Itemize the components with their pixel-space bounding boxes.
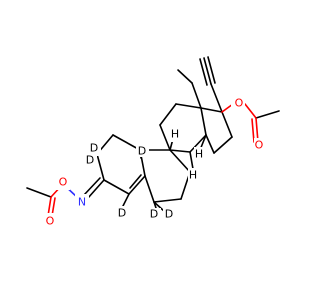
oxygen-atom-carbonyl-top: O	[255, 139, 264, 152]
bond	[169, 149, 191, 173]
bond	[103, 179, 130, 195]
bond	[169, 149, 191, 153]
deuterium-atom-c2a: D	[90, 142, 98, 155]
bond	[210, 83, 223, 113]
deuterium-atom-c6a: D	[150, 208, 158, 221]
bond	[47, 196, 52, 217]
bond	[159, 103, 177, 126]
bond	[159, 124, 171, 151]
bond	[205, 134, 215, 154]
bond	[200, 107, 207, 136]
bond	[203, 57, 212, 85]
oxygen-atom-carbonyl-bottom: O	[46, 215, 55, 228]
bond	[87, 179, 105, 199]
bond	[191, 82, 202, 109]
bond	[153, 201, 165, 212]
hydrogen-atom-c14: H	[195, 148, 203, 161]
bond	[255, 110, 280, 119]
bond	[26, 187, 52, 198]
bond	[129, 174, 142, 189]
bond	[153, 198, 182, 203]
bond	[83, 177, 101, 196]
bond	[200, 107, 223, 113]
bond	[128, 175, 146, 195]
bond	[112, 134, 141, 151]
bond	[213, 136, 233, 154]
bond	[189, 151, 194, 170]
molecule-structure: O O D D D D D D H H H N O O	[26, 56, 280, 228]
bond	[189, 134, 207, 153]
deuterium-atom-c6b: D	[165, 208, 173, 221]
hydrogen-atom-c9: H	[171, 128, 179, 141]
deuterium-atom-c4: D	[118, 207, 126, 220]
hydrogen-atom-c8: H	[189, 169, 197, 182]
bond	[244, 103, 257, 119]
bond	[199, 58, 208, 86]
atom-labels: O O D D D D D D H H H N O O	[43, 96, 268, 228]
bond	[96, 153, 105, 181]
bond	[121, 193, 130, 209]
deuterium-atom-c2b: D	[86, 154, 94, 167]
bond-layer	[26, 56, 280, 217]
bond	[251, 118, 255, 143]
deuterium-atom-c10: D	[138, 145, 146, 158]
oxygen-atom-ester: O	[235, 97, 244, 110]
bond	[144, 175, 155, 203]
bond	[175, 103, 202, 109]
bond	[221, 111, 233, 138]
nitrogen-atom-oxime: N	[78, 196, 86, 209]
oxygen-atom-oxime: O	[59, 176, 68, 189]
bond	[207, 56, 216, 84]
bond	[177, 69, 193, 84]
